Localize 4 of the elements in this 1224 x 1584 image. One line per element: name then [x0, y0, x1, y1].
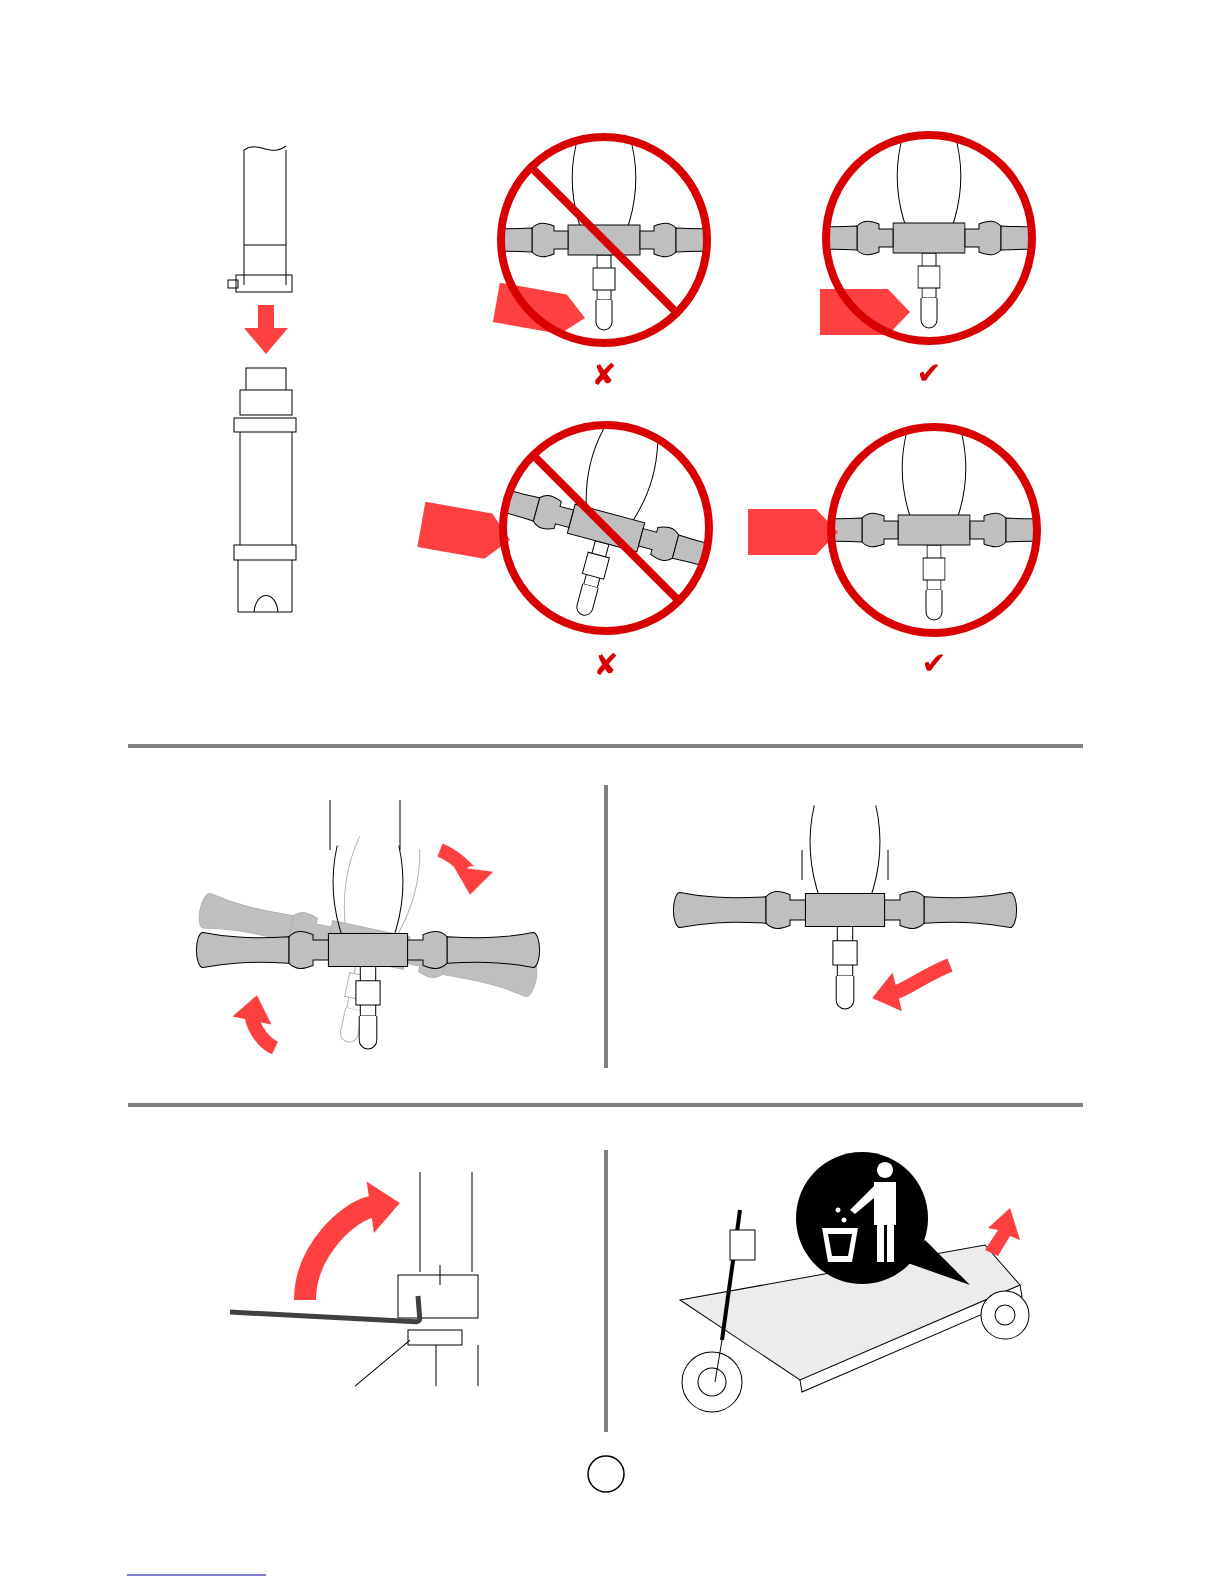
status-mark: ✔ [924, 654, 944, 671]
status-mark: ✘ [597, 652, 617, 676]
status-mark: ✘ [595, 362, 615, 386]
status-mark: ✔ [919, 364, 939, 381]
